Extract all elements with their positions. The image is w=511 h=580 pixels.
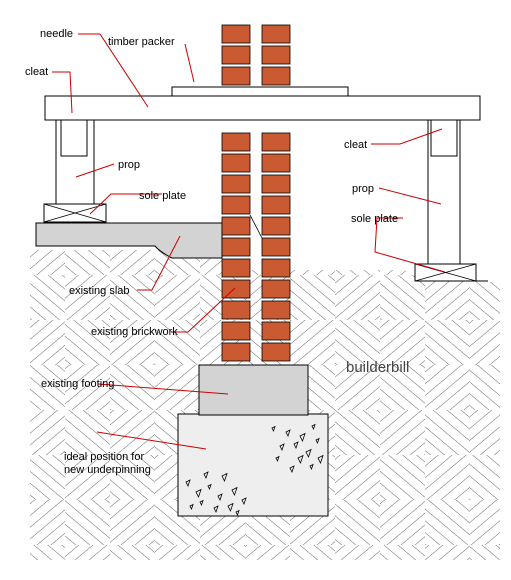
leader-sole-plate-left — [89, 193, 162, 215]
leader-cleat-right — [371, 128, 443, 145]
aggregate-mark — [235, 509, 240, 517]
brick — [261, 237, 291, 257]
label-cleat-right: cleat — [344, 139, 367, 151]
aggregate-mark — [227, 502, 234, 513]
brick — [221, 24, 251, 44]
aggregate-mark — [203, 471, 209, 480]
brick — [221, 321, 251, 341]
leader-existing-slab — [137, 235, 181, 291]
aggregate-mark — [195, 488, 202, 499]
label-sole-plate-right: sole plate — [351, 213, 398, 225]
aggregate-mark — [279, 443, 285, 452]
label-existing-footing: existing footing — [41, 378, 114, 390]
brick — [261, 132, 291, 152]
existing-brickwork — [221, 132, 291, 362]
brick — [261, 66, 291, 86]
brick — [261, 24, 291, 44]
brickwork-above-needle — [221, 24, 291, 86]
brick — [261, 174, 291, 194]
aggregate-mark — [271, 425, 276, 433]
brick — [221, 216, 251, 236]
leader-timber-packer — [184, 43, 195, 83]
brick — [261, 45, 291, 65]
aggregate-mark — [317, 454, 324, 465]
label-existing-brickwork: existing brickwork — [91, 326, 178, 338]
aggregate-mark — [309, 463, 314, 471]
underpinning-block — [177, 413, 329, 517]
aggregate-mark — [299, 432, 306, 443]
aggregate-mark — [221, 472, 228, 483]
brick — [221, 153, 251, 173]
aggregate-mark — [285, 429, 291, 438]
aggregate-mark — [297, 454, 304, 465]
aggregate-mark — [217, 493, 223, 502]
label-prop-right: prop — [352, 183, 374, 195]
aggregate-mark — [305, 448, 312, 459]
aggregate-marks — [185, 423, 324, 517]
label-underpinning-line1: ideal position for — [64, 451, 144, 463]
cleat-left — [60, 119, 88, 157]
aggregate-mark — [289, 465, 295, 474]
aggregate-mark — [241, 497, 247, 506]
brick — [221, 45, 251, 65]
brick — [261, 342, 291, 362]
brick — [221, 342, 251, 362]
aggregate-mark — [207, 483, 212, 491]
brick — [221, 258, 251, 278]
aggregate-mark — [213, 505, 219, 514]
brick — [221, 174, 251, 194]
brick — [221, 195, 251, 215]
timber-packer — [171, 86, 349, 97]
aggregate-mark — [231, 486, 238, 497]
label-existing-slab: existing slab — [69, 285, 130, 297]
leader-cleat-left — [52, 71, 73, 114]
brick — [261, 279, 291, 299]
aggregate-mark — [293, 441, 299, 450]
cleat-right — [430, 119, 458, 157]
brick — [261, 153, 291, 173]
brick — [261, 258, 291, 278]
aggregate-mark — [275, 455, 280, 463]
leader-existing-footing — [97, 383, 229, 395]
leader-lines — [52, 33, 446, 450]
label-timber-packer: timber packer — [108, 36, 175, 48]
leader-sole-plate-right — [374, 217, 446, 273]
label-needle: needle — [40, 28, 73, 40]
brick — [221, 300, 251, 320]
leader-prop-left — [75, 163, 115, 178]
aggregate-mark — [199, 499, 204, 507]
leader-underpinning — [96, 431, 207, 450]
brick — [221, 66, 251, 86]
sole-plate-left — [43, 203, 107, 223]
aggregate-mark — [189, 503, 194, 511]
existing-footing — [198, 364, 309, 416]
leader-needle — [78, 33, 149, 108]
label-sole-plate-left: sole plate — [139, 190, 186, 202]
brick — [261, 195, 291, 215]
brick — [221, 279, 251, 299]
aggregate-mark — [311, 423, 316, 431]
needle-beam — [44, 95, 481, 121]
brick — [261, 321, 291, 341]
label-cleat-left: cleat — [25, 66, 48, 78]
brick — [221, 237, 251, 257]
brick — [221, 132, 251, 152]
leader-existing-brickwork — [171, 287, 236, 333]
label-prop-left: prop — [118, 159, 140, 171]
brick — [261, 300, 291, 320]
cavity-line — [249, 214, 263, 239]
label-underpinning-line2: new underpinning — [64, 464, 151, 476]
leader-prop-right — [378, 187, 442, 205]
aggregate-mark — [315, 437, 320, 445]
existing-slab — [35, 222, 223, 259]
watermark: builderbill — [346, 359, 409, 376]
brick — [261, 216, 291, 236]
aggregate-mark — [185, 479, 191, 488]
